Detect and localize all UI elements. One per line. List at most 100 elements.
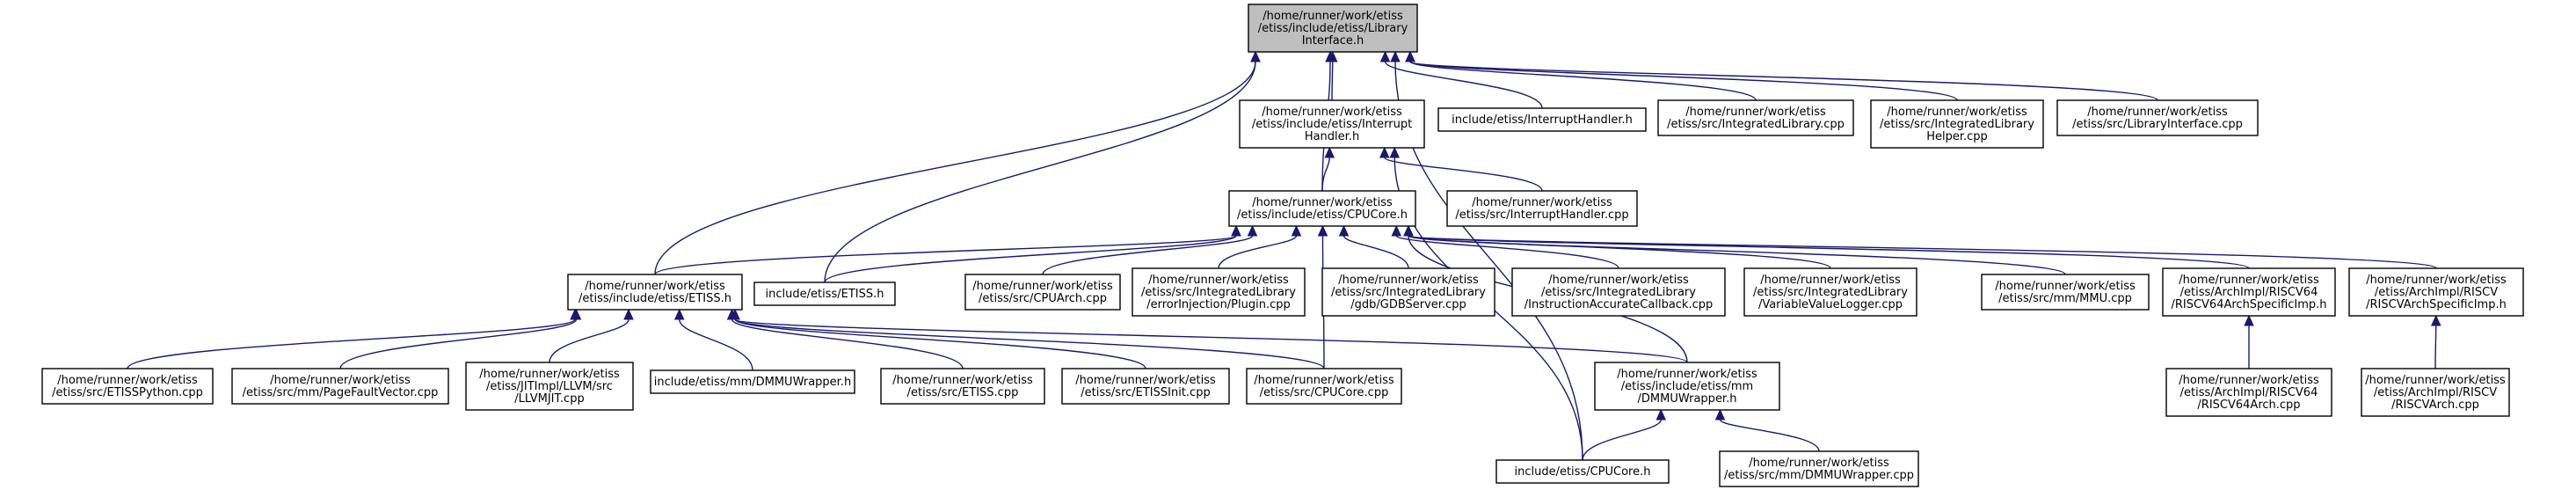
node-label-line: Helper.cpp [1926, 130, 1988, 143]
graph-node-dmmuwrapper-cpp[interactable]: /home/runner/work/etiss/etiss/src/mm/DMM… [1719, 450, 1919, 487]
node-label-line: /home/runner/work/etiss [2179, 274, 2319, 287]
graph-node-inc-etiss-h[interactable]: include/etiss/ETISS.h [753, 282, 896, 306]
node-label-line: /home/runner/work/etiss [1075, 374, 1216, 387]
graph-edge-cpuarch-cpp-to-cpucore-h [1042, 224, 1258, 275]
graph-node-etiss-h[interactable]: /home/runner/work/etiss/etiss/include/et… [567, 274, 743, 311]
node-label-line: /etiss/ArchImpl/RISCV64 [2180, 386, 2318, 399]
node-label-line: /etiss/src/ETISSPython.cpp [52, 386, 203, 399]
graph-node-inc-interrupt-handler-h[interactable]: include/etiss/InterruptHandler.h [1437, 107, 1647, 132]
graph-node-riscv64-specific-h[interactable]: /home/runner/work/etiss/etiss/ArchImpl/R… [2162, 267, 2336, 317]
node-box [1594, 362, 1780, 411]
node-label-line: /etiss/src/LibraryInterface.cpp [2072, 118, 2243, 131]
node-label-line: /home/runner/work/etiss [892, 374, 1033, 387]
graph-edge-riscv64arch-cpp-to-riscv64-specific-h [2244, 314, 2254, 369]
node-label-line: /home/runner/work/etiss [2179, 374, 2319, 387]
graph-node-riscv-specific-h[interactable]: /home/runner/work/etiss/etiss/ArchImpl/R… [2348, 267, 2524, 317]
graph-node-etissinit-cpp[interactable]: /home/runner/work/etiss/etiss/src/ETISSI… [1061, 368, 1230, 405]
node-label-line: /RISCV64ArchSpecificImp.h [2171, 298, 2326, 311]
node-label-line: /etiss/src/IntegratedLibrary [1541, 286, 1696, 299]
edge-line [654, 235, 1237, 275]
graph-edge-integrated-library-helper-cpp-to-root [1405, 50, 1958, 101]
node-box [1228, 190, 1416, 227]
node-label-line: /etiss/include/etiss/ETISS.h [579, 292, 731, 305]
graph-node-cpucore-h[interactable]: /home/runner/work/etiss/etiss/include/et… [1228, 190, 1416, 227]
graph-node-library-interface-cpp[interactable]: /home/runner/work/etiss/etiss/src/Librar… [2056, 99, 2259, 136]
edge-line [2434, 325, 2437, 369]
edge-line [1321, 157, 1330, 192]
graph-node-inc-dmmuwrapper-h[interactable]: include/etiss/mm/DMMUWrapper.h [650, 369, 855, 394]
graph-edge-gdbserver-cpp-to-cpucore-h [1338, 224, 1409, 269]
node-box [465, 362, 634, 411]
node-label-line: /etiss/ArchImpl/RISCV64 [2180, 286, 2318, 299]
edge-arrowhead [1390, 50, 1401, 62]
graph-node-interrupt-handler-h[interactable]: /home/runner/work/etiss/etiss/include/et… [1239, 99, 1425, 149]
graph-node-cpucore-cpp[interactable]: /home/runner/work/etiss/etiss/src/CPUCor… [1246, 368, 1402, 405]
graph-node-pagefaultvector-cpp[interactable]: /home/runner/work/etiss/etiss/src/mm/Pag… [231, 368, 449, 405]
node-label-line: /home/runner/work/etiss [1254, 374, 1394, 387]
edge-line [654, 61, 1256, 275]
edge-line [1384, 61, 1543, 109]
graph-node-integrated-library-cpp[interactable]: /home/runner/work/etiss/etiss/src/Integr… [1657, 99, 1854, 136]
edge-arrowhead [1247, 224, 1258, 237]
node-label-line: /home/runner/work/etiss [1263, 10, 1403, 23]
node-label-line: /etiss/src/CPUCore.cpp [1260, 386, 1389, 399]
node-label-line: /home/runner/work/etiss [1760, 274, 1901, 287]
graph-node-interrupt-handler-cpp[interactable]: /home/runner/work/etiss/etiss/src/Interr… [1446, 190, 1638, 227]
node-box [1446, 190, 1638, 227]
node-label-line: /VariableValueLogger.cpp [1758, 298, 1903, 311]
graph-node-riscv64arch-cpp[interactable]: /home/runner/work/etiss/etiss/ArchImpl/R… [2165, 368, 2332, 417]
graph-node-etisspython-cpp[interactable]: /home/runner/work/etiss/etiss/src/ETISSP… [41, 368, 214, 405]
edge-line [824, 61, 1256, 283]
node-label-line: Interface.h [1302, 34, 1364, 48]
node-label-line: /home/runner/work/etiss [2366, 274, 2507, 287]
node-label-line: /etiss/include/etiss/Library [1258, 22, 1408, 35]
edge-line [1409, 61, 2158, 101]
node-label-line: /etiss/src/InterruptHandler.cpp [1455, 208, 1628, 222]
node-label-line: /etiss/src/IntegratedLibrary [1753, 286, 1908, 299]
graph-node-instr-acc-callback-cpp[interactable]: /home/runner/work/etiss/etiss/src/Integr… [1511, 267, 1726, 317]
node-box [1321, 267, 1495, 317]
node-label-line: /home/runner/work/etiss [479, 368, 620, 381]
graph-edges [127, 50, 2441, 461]
graph-node-etiss-cpp[interactable]: /home/runner/work/etiss/etiss/src/ETISS.… [880, 368, 1045, 405]
node-box [1495, 459, 1670, 484]
graph-node-var-value-logger-cpp[interactable]: /home/runner/work/etiss/etiss/src/Integr… [1743, 267, 1917, 317]
node-box [2361, 368, 2510, 417]
node-label-line: /home/runner/work/etiss [1617, 368, 1757, 381]
node-label-line: /home/runner/work/etiss [972, 280, 1113, 293]
node-label-line: /home/runner/work/etiss [1338, 274, 1479, 287]
graph-node-gdbserver-cpp[interactable]: /home/runner/work/etiss/etiss/src/Integr… [1321, 267, 1495, 317]
node-label-line: /etiss/JITImpl/LLVM/src [486, 380, 613, 393]
graph-node-riscvarch-cpp[interactable]: /home/runner/work/etiss/etiss/ArchImpl/R… [2361, 368, 2510, 417]
graph-edge-riscvarch-cpp-to-riscv-specific-h [2430, 314, 2441, 369]
node-label-line: /home/runner/work/etiss [1995, 280, 2136, 293]
edge-line [1582, 419, 1662, 461]
node-box [1719, 450, 1919, 487]
graph-edge-instr-acc-callback-cpp-to-cpucore-h [1391, 224, 1619, 269]
graph-edge-library-interface-cpp-to-root [1405, 50, 2158, 101]
node-box [1246, 368, 1402, 405]
edge-arrowhead [1405, 50, 1415, 62]
edge-arrowhead [730, 308, 740, 320]
graph-node-errorinjection-plugin-cpp[interactable]: /home/runner/work/etiss/etiss/src/Integr… [1132, 267, 1306, 317]
node-label-line: /home/runner/work/etiss [270, 374, 411, 387]
node-box [2165, 368, 2332, 417]
graph-node-inc-cpucore-h[interactable]: include/etiss/CPUCore.h [1495, 459, 1670, 484]
edge-arrowhead [1324, 146, 1335, 158]
node-label-line: /etiss/ArchImpl/RISCV [2374, 386, 2497, 399]
node-label-line: /gdb/GDBServer.cpp [1350, 298, 1466, 311]
edge-arrowhead [1655, 408, 1667, 421]
edge-line [339, 318, 578, 369]
graph-node-cpuarch-cpp[interactable]: /home/runner/work/etiss/etiss/src/CPUArc… [964, 274, 1121, 311]
graph-edge-inc-interrupt-handler-h-to-root [1379, 50, 1543, 109]
node-label-line: /home/runner/work/etiss [1685, 106, 1826, 119]
edge-arrowhead [1317, 224, 1328, 237]
node-label-line: /home/runner/work/etiss [2087, 106, 2228, 119]
graph-node-dmmuwrapper-h[interactable]: /home/runner/work/etiss/etiss/include/et… [1594, 362, 1780, 411]
graph-node-mmu-cpp[interactable]: /home/runner/work/etiss/etiss/src/mm/MMU… [1981, 274, 2150, 311]
node-label-line: /home/runner/work/etiss [1749, 457, 1889, 470]
node-label-line: /home/runner/work/etiss [1252, 196, 1393, 209]
graph-node-llvmjit-cpp[interactable]: /home/runner/work/etiss/etiss/JITImpl/LL… [465, 362, 634, 411]
graph-node-integrated-library-helper-cpp[interactable]: /home/runner/work/etiss/etiss/src/Integr… [1870, 99, 2044, 149]
edge-arrowhead [1379, 146, 1390, 158]
